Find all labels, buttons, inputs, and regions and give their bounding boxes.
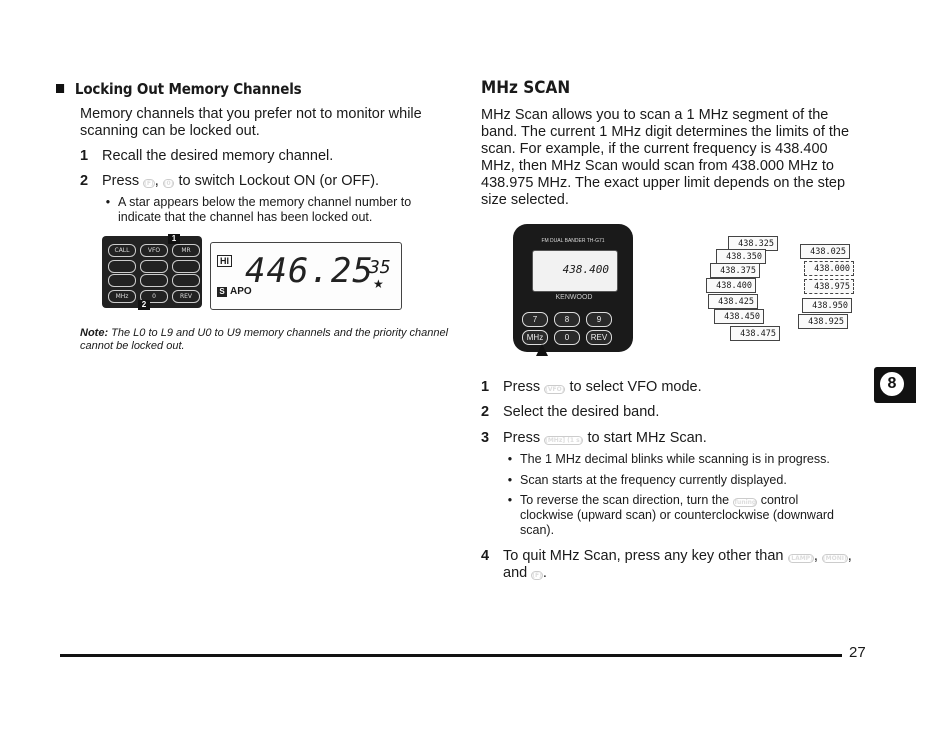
cycle-display: 438.450 — [714, 309, 764, 324]
step-marker-1: 1 — [168, 234, 180, 244]
keypad-key-0: 0 — [140, 290, 168, 303]
radio-key-8: 8 — [554, 312, 580, 327]
lockout-intro: Memory channels that you prefer not to m… — [80, 106, 422, 139]
cycle-display: 438.950 — [802, 298, 852, 313]
page-number: 27 — [849, 644, 866, 661]
radio-lcd: 438.400 — [532, 250, 618, 292]
cycle-display: 438.375 — [710, 263, 760, 278]
step-marker-2: 2 — [138, 300, 150, 310]
radio-lcd-frequency: 438.400 — [562, 263, 609, 276]
radio-key-9: 9 — [586, 312, 612, 327]
note: Note: The L0 to L9 and U0 to U9 memory c… — [80, 327, 449, 352]
cycle-display: 438.975 — [804, 279, 854, 294]
cycle-display: 438.475 — [730, 326, 780, 341]
lcd-hi-indicator: HI — [217, 255, 232, 267]
lockout-bullet: •A star appears below the memory channel… — [98, 195, 438, 225]
keypad-key-mhz: MHz — [108, 290, 136, 303]
keypad-illustration: CALL VFO MR MHz 0 REV — [102, 236, 202, 308]
radio-key-mhz: MHz — [522, 330, 548, 345]
keypad-key-call: CALL — [108, 244, 136, 257]
mhz-bullet-1: •The 1 MHz decimal blinks while scanning… — [500, 452, 870, 467]
chapter-number: 8 — [880, 372, 904, 396]
radio-brand: KENWOOD — [555, 294, 593, 301]
cycle-display: 438.350 — [716, 249, 766, 264]
bullet-dot-icon: • — [507, 493, 513, 507]
bullet-dot-icon: • — [105, 195, 111, 209]
cycle-display: 438.000 — [804, 261, 854, 276]
up-arrow-icon — [536, 344, 548, 356]
mhz-bullet-3: •To reverse the scan direction, turn the… — [500, 493, 850, 538]
keypad-key-rev: REV — [172, 290, 200, 303]
square-bullet-icon — [56, 84, 65, 93]
lcd-s-indicator: S — [217, 287, 227, 297]
cycle-display: 438.400 — [706, 278, 756, 293]
radio-model-label: FM DUAL BANDER TH-G71 — [541, 238, 605, 244]
radio-key-0: 0 — [554, 330, 580, 345]
radio-key-rev: REV — [586, 330, 612, 345]
mhz-scan-intro: MHz Scan allows you to scan a 1 MHz segm… — [481, 107, 850, 208]
keypad-key-vfo: VFO — [140, 244, 168, 257]
lcd-channel: 35 — [369, 257, 391, 278]
lcd-display-illustration: HI 446.25 35 ★ S APO — [210, 242, 402, 310]
mhz-bullet-2: •Scan starts at the frequency currently … — [500, 473, 870, 488]
scan-cycle-diagram: 438.325 438.350 438.375 438.400 438.425 … — [700, 228, 860, 354]
cycle-display: 438.925 — [798, 314, 848, 329]
bullet-dot-icon: • — [507, 452, 513, 466]
section-heading-mhz-scan: MHz SCAN — [481, 78, 571, 98]
section-heading-lockout: Locking Out Memory Channels — [56, 80, 302, 98]
lcd-frequency: 446.25 — [245, 251, 374, 291]
lockout-star-icon: ★ — [373, 277, 384, 291]
bullet-dot-icon: • — [507, 473, 513, 487]
chapter-tab: 8 — [874, 367, 916, 403]
keypad-key-mr: MR — [172, 244, 200, 257]
cycle-display: 438.425 — [708, 294, 758, 309]
footer-rule — [60, 654, 842, 657]
cycle-display: 438.025 — [800, 244, 850, 259]
radio-key-7: 7 — [522, 312, 548, 327]
lcd-apo-indicator: APO — [230, 286, 252, 297]
